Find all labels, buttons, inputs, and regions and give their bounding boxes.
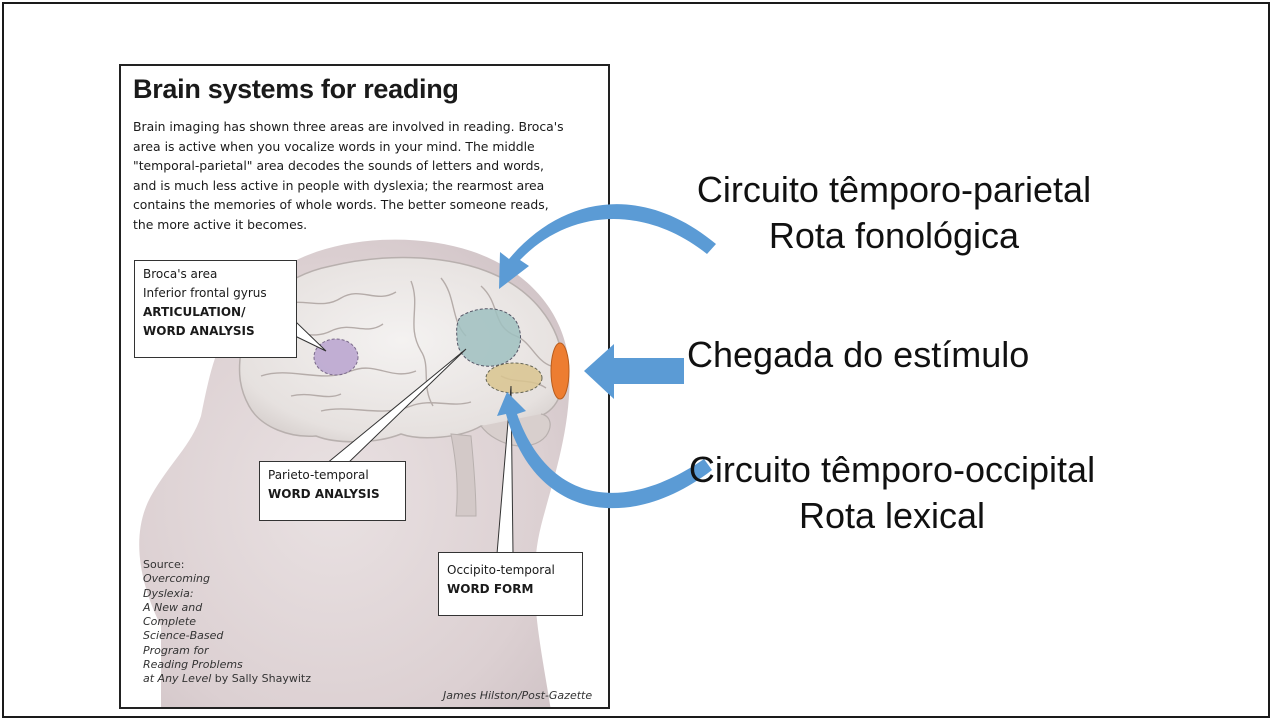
source-book-line: Overcoming	[143, 572, 210, 586]
callout-bold-line: WORD FORM	[447, 582, 534, 596]
source-book-line: A New and	[143, 600, 203, 614]
intro-line: and is much less active in people with d…	[133, 177, 545, 193]
callout-line: Parieto-temporal	[268, 468, 369, 482]
intro-line: Brain imaging has shown three areas are …	[133, 119, 564, 134]
annotation-line: Rota fonológica	[768, 215, 1020, 256]
intro-line: area is active when you vocalize words i…	[133, 138, 535, 154]
annotation-line: Circuito têmporo-parietal	[696, 169, 1092, 210]
brain-infographic: Brain systems for reading Brain imaging …	[119, 64, 610, 709]
occipital-annotation: Circuito têmporo-occipital Rota lexical	[687, 447, 1097, 539]
arrow-stimulus	[584, 344, 684, 399]
stimulus-marker	[550, 342, 570, 400]
source-book-line: at Any Level	[143, 672, 212, 686]
parietal-annotation: Circuito têmporo-parietal Rota fonológic…	[694, 167, 1094, 259]
callout-bold-line: WORD ANALYSIS	[268, 487, 380, 501]
callout-line: Inferior frontal gyrus	[143, 286, 267, 300]
intro-line: contains the memories of whole words. Th…	[133, 197, 549, 212]
occipital-region	[485, 362, 543, 394]
annotation-overlay	[497, 204, 716, 509]
figure-intro: Brain imaging has shown three areas are …	[133, 117, 603, 234]
source-author: by Sally Shaywitz	[211, 672, 311, 686]
parieto-callout: Parieto-temporal WORD ANALYSIS	[259, 461, 406, 521]
arrow-parietal	[499, 204, 716, 289]
stimulus-annotation: Chegada do estímulo	[687, 332, 1067, 378]
intro-line: the more active it becomes.	[133, 216, 308, 232]
callout-bold-line: WORD ANALYSIS	[143, 324, 255, 338]
parietal-region	[456, 308, 521, 367]
callout-line: Occipito-temporal	[447, 563, 555, 577]
occipito-callout: Occipito-temporal WORD FORM	[438, 552, 583, 616]
callout-bold-line: ARTICULATION/	[143, 305, 246, 319]
source-book-line: Program for	[143, 643, 209, 657]
intro-line: "temporal-parietal" area decodes the sou…	[133, 158, 544, 173]
source-book-line: Science-Based	[143, 629, 224, 643]
source-book-line: Complete	[143, 615, 197, 629]
brainstem	[450, 433, 477, 517]
source-last-line: at Any Level by Sally Shaywitz	[143, 672, 311, 686]
callout-line: Broca's area	[143, 267, 218, 281]
figure-credit: James Hilston/Post-Gazette	[443, 689, 593, 702]
source-book-line: Dyslexia:	[143, 586, 194, 600]
broca-region	[313, 338, 359, 376]
broca-callout: Broca's area Inferior frontal gyrus ARTI…	[134, 260, 297, 358]
arrow-occipital	[497, 392, 712, 509]
source-note: Source: Overcoming Dyslexia: A New and C…	[143, 558, 311, 687]
annotation-line: Rota lexical	[798, 495, 986, 536]
annotation-line: Chegada do estímulo	[687, 334, 1030, 375]
figure-title: Brain systems for reading	[133, 74, 459, 104]
source-book-line: Reading Problems	[143, 658, 243, 672]
annotation-line: Circuito têmporo-occipital	[688, 449, 1096, 490]
source-label: Source:	[143, 558, 185, 571]
